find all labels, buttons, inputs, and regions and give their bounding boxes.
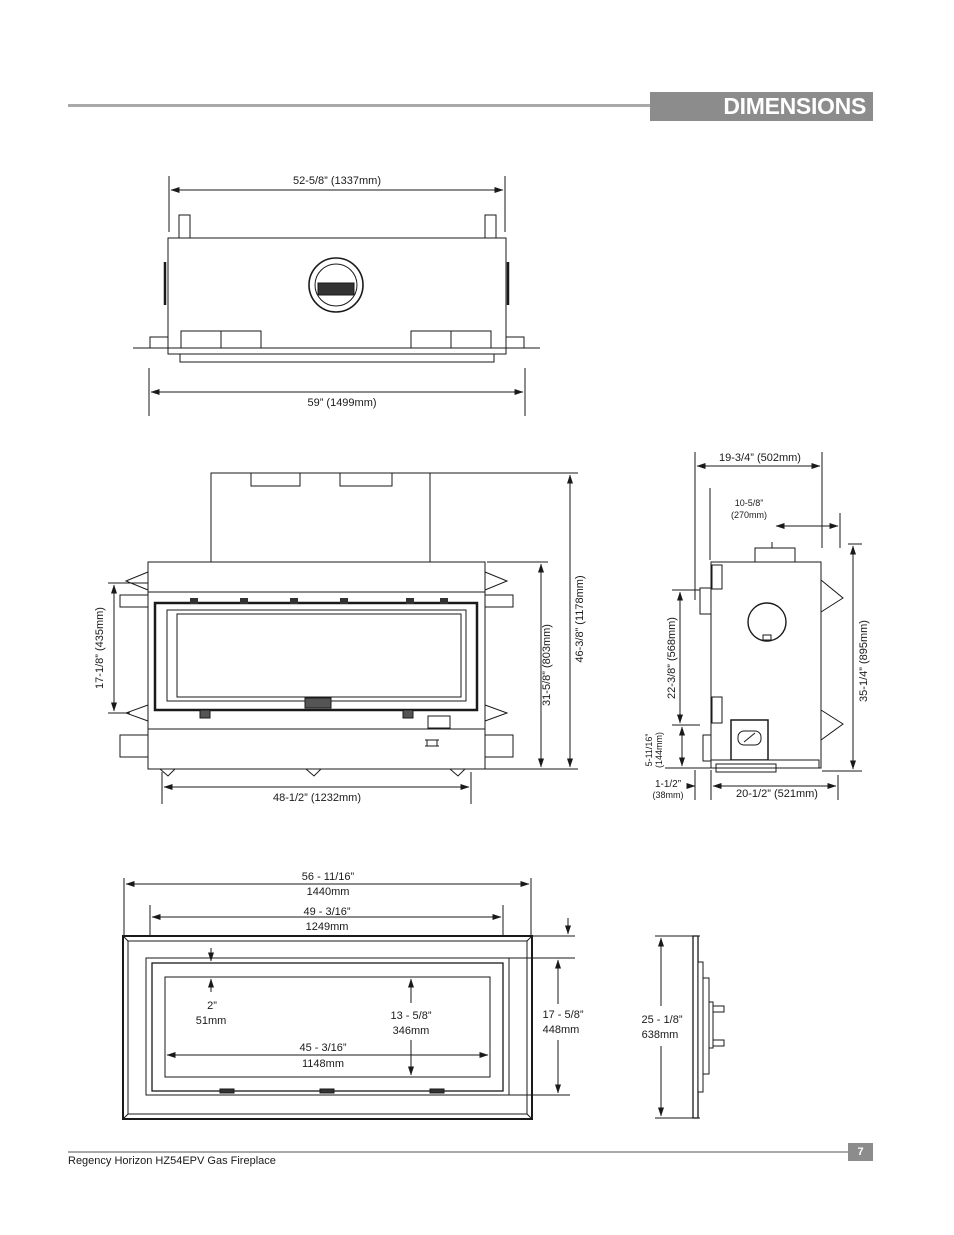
surround-outer-width-label: 56 - 11/16”	[302, 871, 355, 883]
front-side-height-label: 17-1/8” (435mm)	[94, 607, 106, 689]
surround-side-height-label: 25 - 1/8”	[642, 1014, 683, 1026]
surround-height-label: 17 - 5/8”	[543, 1009, 584, 1021]
surround-side-diagram	[655, 935, 725, 1119]
front-view-diagram	[108, 472, 578, 804]
side-depth-top-label: 19-3/4” (502mm)	[719, 452, 801, 464]
surround-outer-width-mm-label: 1440mm	[307, 886, 350, 898]
surround-view-height-label: 13 - 5/8”	[391, 1010, 432, 1022]
footer-rule	[68, 1151, 848, 1153]
surround-offset-label: 2”	[207, 1000, 217, 1012]
bottom-width-label: 59” (1499mm)	[307, 397, 376, 409]
side-bottom-height-label: 5-11/16”	[644, 734, 654, 767]
front-overall-height-label: 46-3/8” (1178mm)	[574, 575, 586, 662]
surround-view-width-label: 45 - 3/16”	[299, 1042, 346, 1054]
page-number: 7	[848, 1143, 873, 1161]
side-bottom-height-mm-label: (144mm)	[654, 732, 664, 768]
top-view-diagram	[133, 176, 540, 416]
side-standoff-mm-label: (38mm)	[653, 790, 684, 800]
side-depth-bottom-label: 20-1/2” (521mm)	[736, 788, 818, 800]
header-rule	[68, 104, 652, 107]
surround-view-width-mm-label: 1148mm	[302, 1058, 344, 1070]
side-flue-height-label: 22-3/8” (568mm)	[666, 617, 678, 699]
side-flue-offset-mm-label: (270mm)	[731, 510, 767, 520]
surround-inner-width-mm-label: 1249mm	[306, 921, 349, 933]
front-base-width-label: 48-1/2” (1232mm)	[273, 792, 361, 804]
side-flue-offset-label: 10-5/8”	[735, 498, 764, 508]
footer-product-name: Regency Horizon HZ54EPV Gas Fireplace	[68, 1155, 276, 1167]
top-width-label: 52-5/8” (1337mm)	[293, 175, 381, 187]
front-opening-height-label: 31-5/8” (803mm)	[541, 624, 553, 706]
side-view-diagram	[665, 452, 862, 800]
surround-view-height-mm-label: 346mm	[393, 1025, 430, 1037]
side-overall-height-label: 35-1/4” (895mm)	[858, 620, 870, 702]
surround-side-height-mm-label: 638mm	[642, 1029, 679, 1041]
surround-height-mm-label: 448mm	[543, 1024, 580, 1036]
surround-inner-width-label: 49 - 3/16”	[303, 906, 350, 918]
surround-offset-mm-label: 51mm	[196, 1015, 227, 1027]
side-standoff-label: 1-1/2”	[655, 779, 681, 790]
surround-front-diagram	[122, 878, 575, 1120]
section-title: DIMENSIONS	[650, 92, 873, 121]
